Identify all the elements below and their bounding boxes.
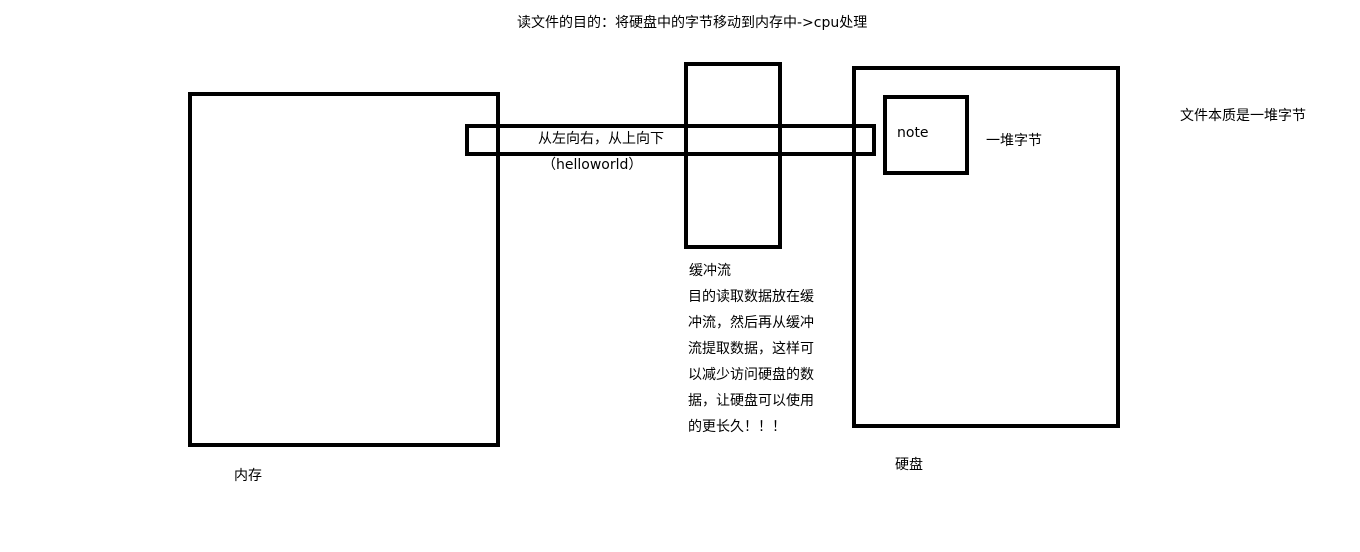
bytes-label: 一堆字节 — [986, 133, 1042, 149]
buffer-desc-line: 流提取数据，这样可 — [688, 341, 814, 357]
memory-label: 内存 — [234, 468, 262, 484]
note-file-label: note — [897, 125, 929, 141]
buffer-stream-label: 缓冲流 — [689, 263, 731, 279]
hard-disk-box — [852, 66, 1120, 428]
data-stream-bar — [465, 124, 876, 156]
file-essence-note: 文件本质是一堆字节 — [1180, 108, 1306, 124]
buffer-desc-line: 以减少访问硬盘的数 — [688, 367, 814, 383]
buffer-desc-line: 目的读取数据放在缓 — [688, 289, 814, 305]
hard-disk-label: 硬盘 — [895, 457, 923, 473]
stream-example-label: （helloworld） — [542, 157, 643, 173]
page-title: 读文件的目的：将硬盘中的字节移动到内存中->cpu处理 — [517, 15, 868, 31]
stream-direction-label: 从左向右，从上向下 — [538, 131, 664, 147]
note-file-box — [883, 95, 969, 175]
buffer-stream-description: 目的读取数据放在缓 冲流，然后再从缓冲 流提取数据，这样可 以减少访问硬盘的数 … — [688, 286, 814, 442]
buffer-desc-line: 的更长久！！！ — [688, 419, 786, 435]
buffer-desc-line: 冲流，然后再从缓冲 — [688, 315, 814, 331]
buffer-desc-line: 据，让硬盘可以使用 — [688, 393, 814, 409]
memory-box — [188, 92, 500, 447]
